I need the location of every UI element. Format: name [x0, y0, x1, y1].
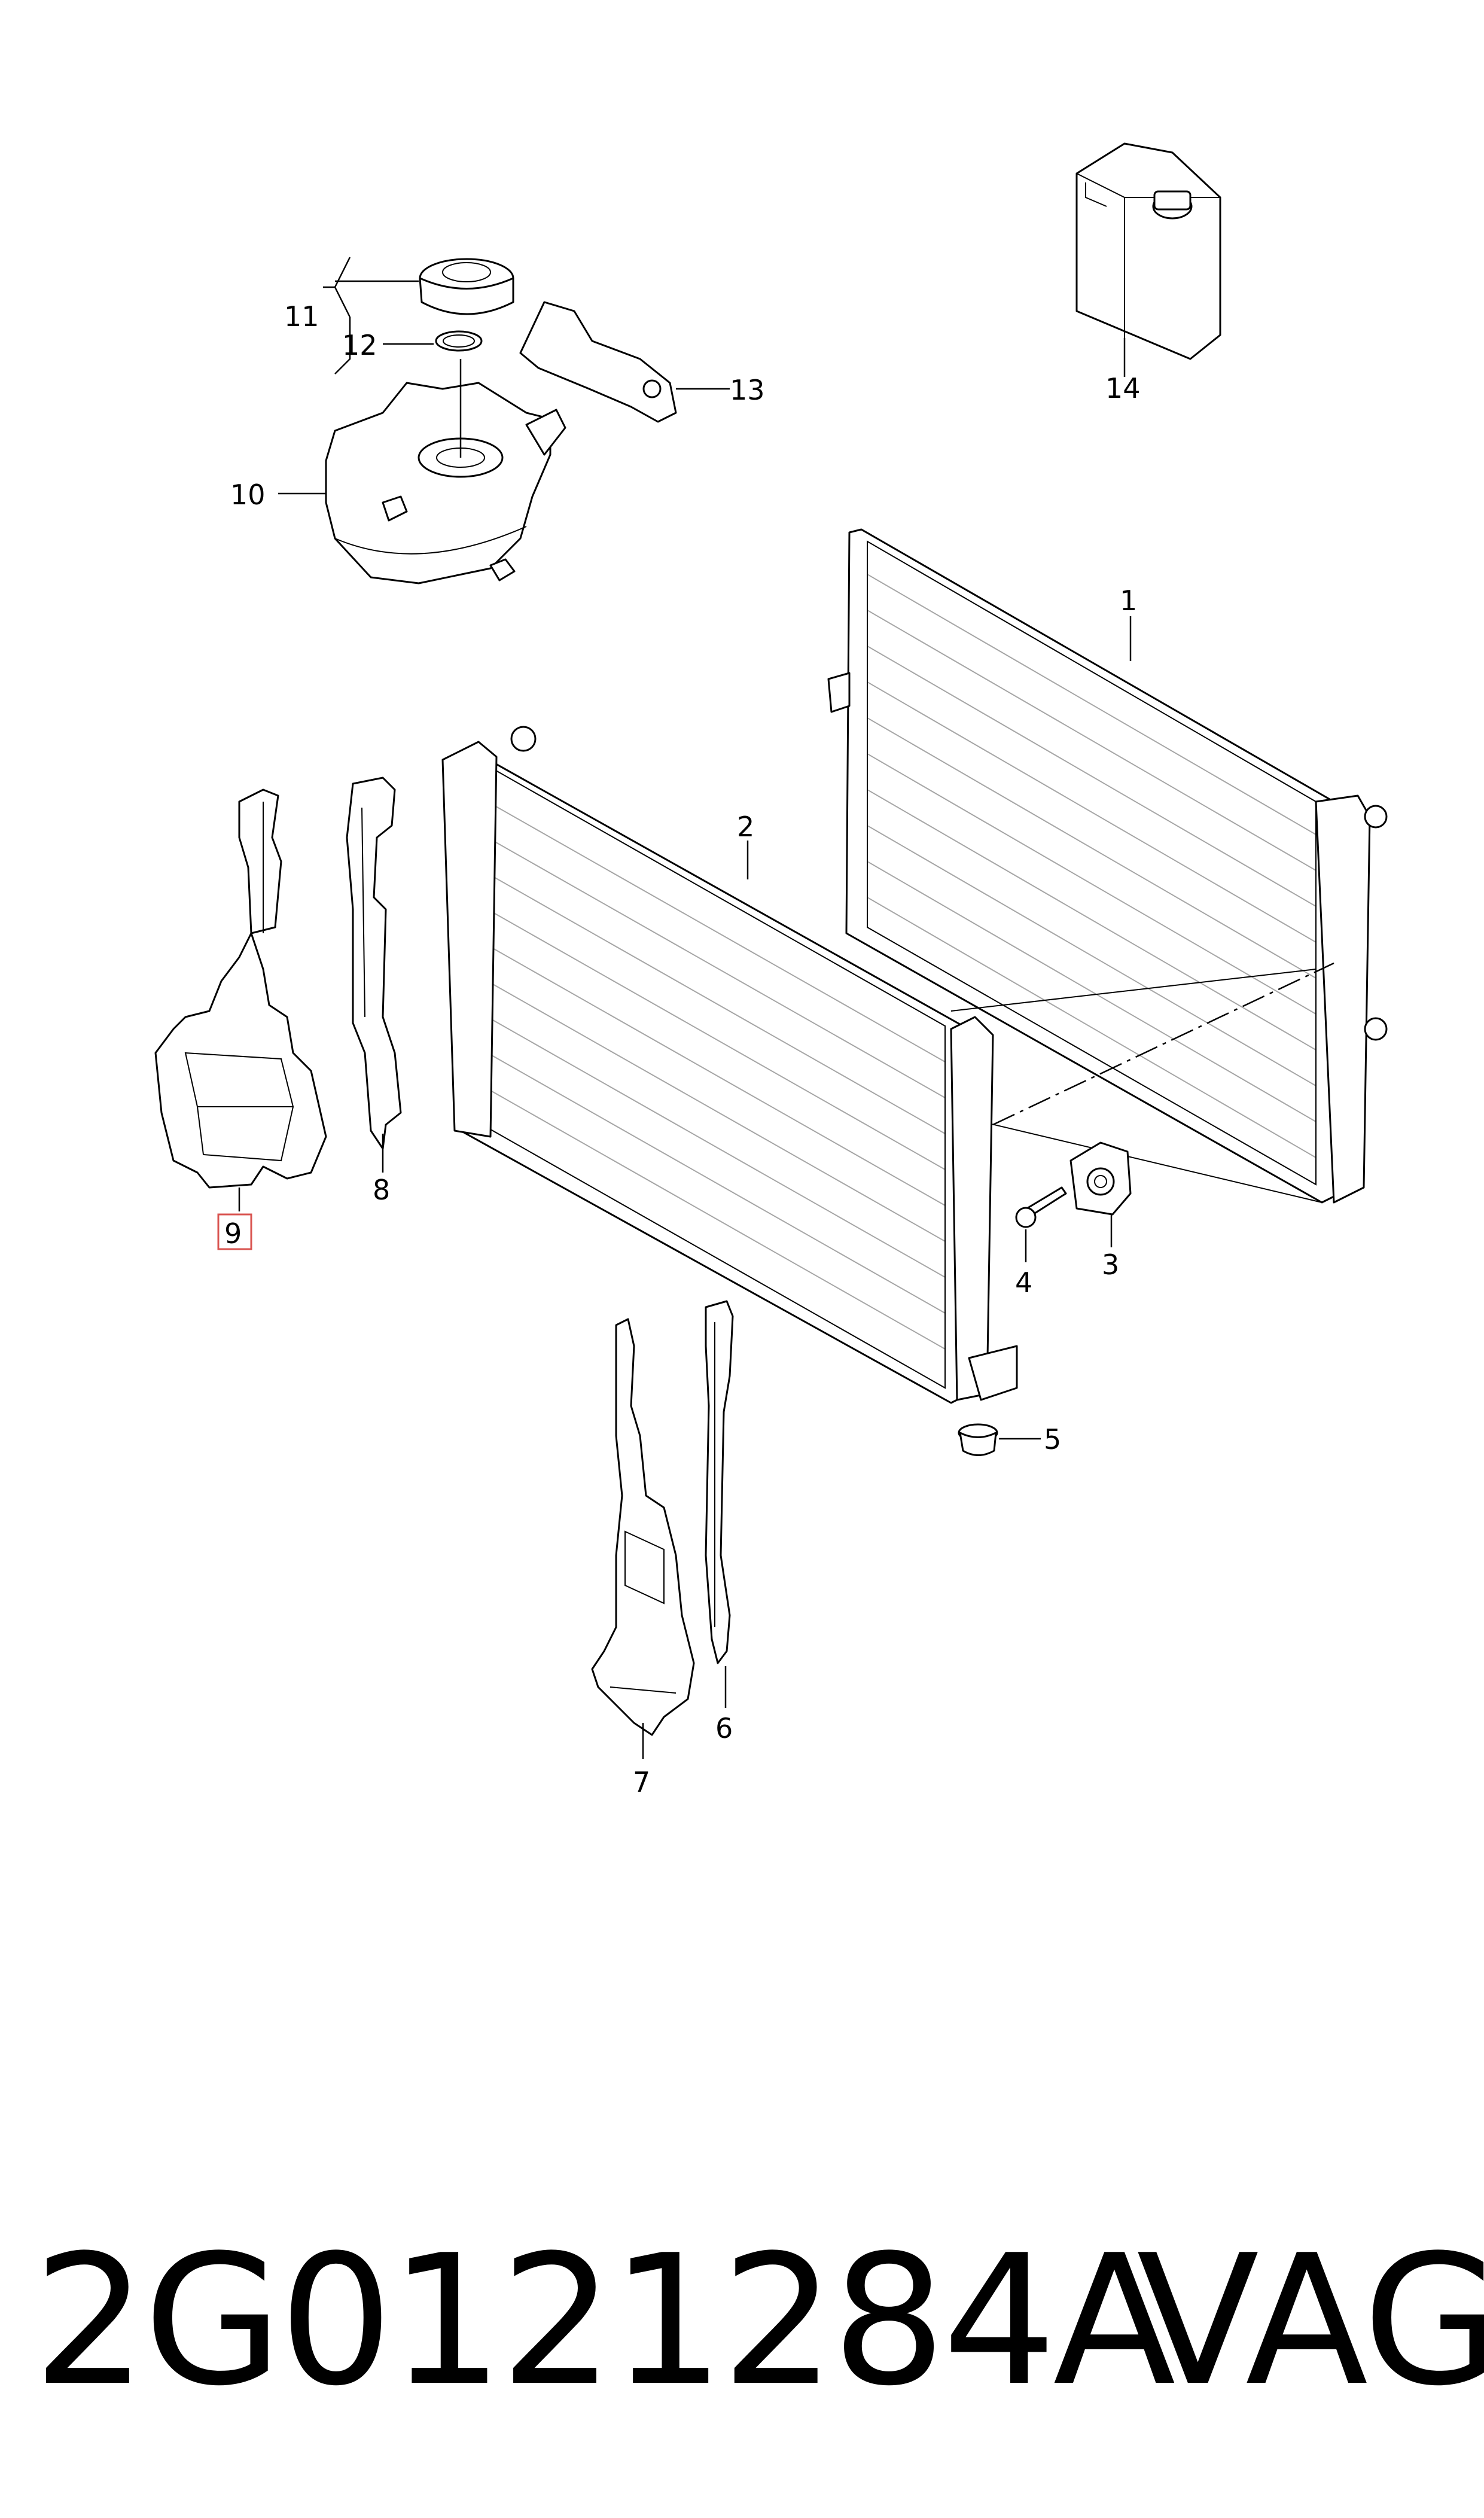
- exploded-parts-diagram: 14 11 12 13 10: [154, 142, 1388, 1798]
- callout-12: 12: [342, 329, 377, 361]
- radiator-gap-line-top: [950, 969, 1317, 1012]
- callout-1: 1: [1120, 584, 1137, 617]
- part-14-coolant-canister: 14: [1075, 142, 1221, 404]
- part-9-air-guide: 9: [154, 788, 327, 1250]
- callout-13: 13: [730, 374, 765, 406]
- radiator-1-fins: [867, 574, 1317, 1158]
- part-number-label: 2G0121284A: [33, 2216, 1176, 2425]
- part-7-air-guide: 7: [591, 1318, 695, 1798]
- part-6-side-seal: 6: [705, 1300, 734, 1744]
- assembly-alignment-line: [992, 962, 1334, 1126]
- part-1-radiator: 1: [827, 528, 1388, 1204]
- part-10-expansion-tank: 10: [230, 359, 566, 584]
- part-4-screw: 4: [1015, 1186, 1067, 1299]
- callout-14: 14: [1105, 372, 1141, 404]
- brand-label: VAG: [1136, 2216, 1484, 2425]
- callout-9-highlight-box: [217, 1213, 252, 1250]
- callout-2: 2: [737, 811, 754, 843]
- part-8-side-seal: 8: [346, 777, 402, 1206]
- part-2-radiator: 2: [441, 726, 1018, 1404]
- part-12-seal-ring: 12: [342, 329, 483, 361]
- radiator-2-fins: [487, 801, 946, 1350]
- part-13-bracket: 13: [519, 301, 765, 423]
- part-11-filler-cap: 11: [284, 257, 514, 374]
- callout-6: 6: [715, 1712, 733, 1744]
- radiator-gap-line-bottom: [968, 1118, 1323, 1203]
- callout-5: 5: [1044, 1423, 1061, 1456]
- callout-7: 7: [633, 1766, 650, 1798]
- callout-3: 3: [1102, 1249, 1119, 1281]
- callout-10: 10: [230, 479, 266, 511]
- callout-8: 8: [373, 1174, 390, 1206]
- callout-9: 9: [224, 1217, 242, 1250]
- callout-4: 4: [1015, 1266, 1032, 1299]
- callout-11: 11: [284, 300, 319, 333]
- part-3-mounting-bracket: 3: [1069, 1141, 1132, 1281]
- part-5-grommet: 5: [958, 1423, 1061, 1456]
